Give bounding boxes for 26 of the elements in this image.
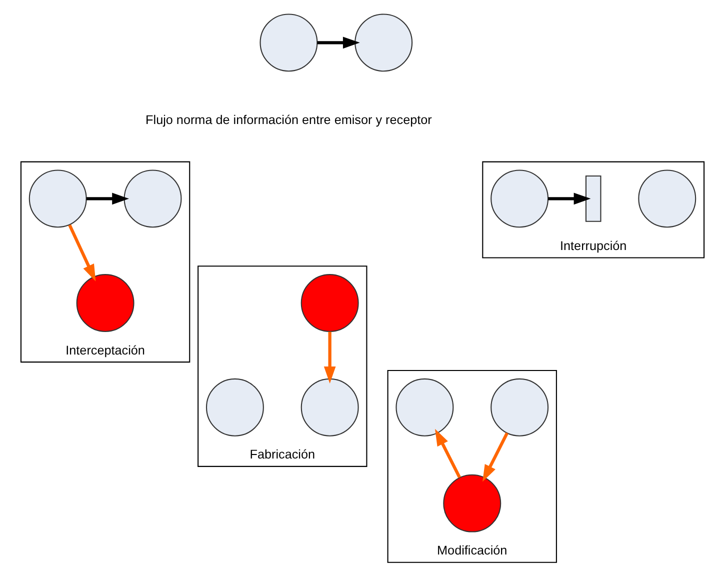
arrow [86, 192, 130, 204]
arrow [548, 192, 591, 204]
node-circle [206, 378, 264, 436]
node-circle [490, 169, 549, 228]
node-circle [354, 13, 413, 72]
node-circle [638, 169, 696, 228]
arrow [317, 36, 360, 48]
node-circle [300, 378, 359, 436]
node-circle [490, 378, 549, 436]
arrow [435, 428, 461, 478]
arrow [324, 331, 336, 383]
label: Flujo norma de información entre emisor y receptor [146, 112, 432, 126]
cluster: Fabricación [198, 265, 368, 466]
arrow [68, 224, 96, 281]
node-circle [28, 169, 87, 228]
cluster: Modificación [387, 369, 557, 562]
cluster: Interceptación [20, 160, 190, 362]
cluster: Interrupción [482, 160, 705, 258]
node-circle [260, 13, 318, 72]
node-bar [585, 175, 602, 222]
node-circle [76, 274, 134, 332]
node-circle [300, 274, 359, 332]
node-circle [396, 378, 454, 436]
node-circle [443, 474, 502, 532]
arrow [482, 432, 509, 482]
node-circle [124, 169, 182, 228]
